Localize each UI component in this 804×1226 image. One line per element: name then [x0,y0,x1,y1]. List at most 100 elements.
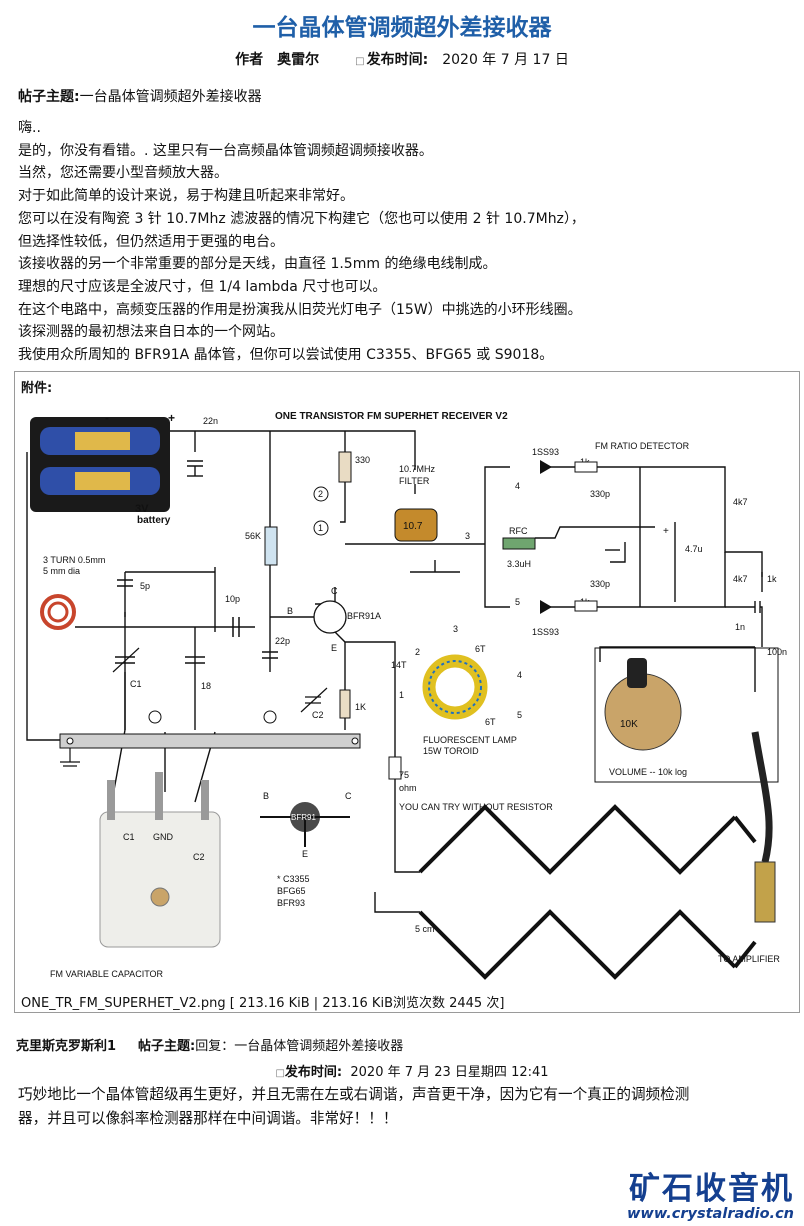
battery-label: battery [137,515,171,526]
reply-time: □发布时间: 2020 年 7 月 23 日星期四 12:41 [0,1061,804,1080]
battery-plus: + [168,411,175,425]
no-resistor-note: YOU CAN TRY WITHOUT RESISTOR [399,802,553,812]
paragraph: 我使用众所周知的 BFR91A 晶体管，但你可以尝试使用 C3355、BFG65… [18,347,554,364]
variable-capacitor-photo: C1 GND C2 FM VARIABLE CAPACITOR [50,772,221,979]
pin-e-label: E [331,643,337,653]
to-amplifier: TO AMPLIFIER [718,954,780,964]
transistor-symbol [313,600,347,634]
paragraph: 但选择性较低，但仍然适用于更强的电台。 [18,233,284,250]
resistor-75 [388,756,402,780]
wires [26,430,763,913]
label-c1: C1 [130,679,142,689]
paragraph: 是的，你没有看错。. 这里只有一台高频晶体管调频超调频接收器。 [18,142,433,159]
attachment-label: 附件: [21,380,52,396]
label-22p: 22p [275,636,290,646]
plus-sign: + [663,526,669,537]
paragraph: 您可以在没有陶瓷 3 针 10.7Mhz 滤波器的情况下构建它（您也可以使用 2… [18,210,585,227]
rfc-label: RFC [509,526,528,536]
pin-3: 3 [465,531,470,541]
pot-value: 10K [620,719,638,730]
reply-date-label: 发布时间: [284,1065,343,1080]
toroid-label-1: FLUORESCENT LAMP [423,735,517,745]
battery-voltage: 3V [135,503,149,515]
subject-text: 一台晶体管调频超外差接收器 [79,89,262,105]
coil-spec-2: 5 mm dia [43,566,80,576]
article-title: 一台晶体管调频超外差接收器 [252,15,552,41]
paragraph: 理想的尺寸应该是全波尺寸，但 1/4 lambda 尺寸也可以。 [18,278,387,295]
paragraph: 嗨.. [18,120,41,136]
circuit-diagram[interactable]: 附件: ONE TRANSISTOR FM SUPERHET RECEIVER … [15,372,799,984]
reply-subject: 回复：一台晶体管调频超外差接收器 [195,1039,404,1054]
cap-pin-c1: C1 [123,832,135,842]
label-10p: 10p [225,594,240,604]
filter-value: 10.7 [403,521,423,532]
post-body: 嗨.. 是的，你没有看错。. 这里只有一台高频晶体管调频超调频接收器。 当然，您… [18,117,788,367]
label-1k: 1K [355,702,366,712]
reply-subject-label: 帖子主题: [138,1039,196,1054]
ratio-detector-label: FM RATIO DETECTOR [595,441,690,451]
pin-5: 5 [515,597,520,607]
reply-author[interactable]: 克里斯克罗斯利1 [16,1039,117,1054]
toroid-pin-2: 2 [415,647,420,657]
volume-label: VOLUME -- 10k log [609,767,687,777]
node-2-label: 2 [318,489,323,499]
label-56k: 56K [245,531,261,541]
resistor-56k [264,526,278,566]
resistor-1k [339,689,351,719]
toroid-6t-a: 6T [475,644,486,654]
logo-name: 矿石收音机 [629,1171,794,1207]
diode-top-label: 1SS93 [532,447,559,457]
ceramic-filter [394,508,438,542]
filter-freq: 10.7MHz [399,464,436,474]
rfc-value: 3.3uH [507,559,531,569]
toroid-14t: 14T [391,660,407,670]
toroid-pin-5: 5 [517,710,522,720]
audio-jack [754,861,776,923]
toroid-6t-b: 6T [485,717,496,727]
node-2 [313,486,329,502]
attachment-caption[interactable]: ONE_TR_FM_SUPERHET_V2.png [ 213.16 KiB |… [21,996,505,1011]
alt-transistor-2: BFG65 [277,886,306,896]
alt-transistor-1: * C3355 [277,874,310,884]
r-4k7-bottom: 4k7 [733,574,748,584]
site-logo[interactable]: 矿石收音机 www.crystalradio.cn [627,1163,794,1222]
label-5p: 5p [140,581,150,591]
dipole-antenna [418,804,757,980]
alt-transistor-3: BFR93 [277,898,305,908]
label-330: 330 [355,455,370,465]
pin-b-label: B [287,606,293,616]
c-330p-bottom: 330p [590,579,610,589]
subject-label: 帖子主题: [18,89,80,105]
resistor-330 [338,451,352,483]
antenna-size: 5 cm [415,924,435,934]
node-1-label: 1 [318,523,323,533]
battery-holder: 3V battery - + [30,411,175,526]
antenna-coil [40,594,76,630]
post-date: 2020 年 7 月 17 日 [442,52,569,68]
c-100n: 100n [767,647,787,657]
reply-line: 巧妙地比一个晶体管超级再生更好，并且无需在左或右调谐，声音更干净，因为它有一个真… [18,1086,690,1103]
toroid-pin-3: 3 [453,624,458,634]
toroid-pin-4: 4 [517,670,522,680]
diode-bottom-label: 1SS93 [532,627,559,637]
post-subject: 帖子主题:一台晶体管调频超外差接收器 [18,86,262,106]
paragraph: 该接收器的另一个非常重要的部分是天线，由直径 1.5mm 的绝缘电线制成。 [18,256,497,273]
pin-4: 4 [515,481,520,491]
label-22n: 22n [203,416,218,426]
label-ohm: ohm [399,783,417,793]
cap-pin-gnd: GND [153,832,174,842]
author-name[interactable]: 奥雷尔 [277,52,320,68]
paragraph: 当然，您还需要小型音频放大器。 [18,165,228,182]
author-label: 作者 [235,52,264,68]
label-18: 18 [201,681,211,691]
label-c2: C2 [312,710,324,720]
pkg-pin-c: C [345,791,352,801]
reply-date: 2020 年 7 月 23 日星期四 12:41 [350,1065,549,1080]
pin-c-label: C [331,586,338,596]
coil-spec-1: 3 TURN 0.5mm [43,555,105,565]
variable-cap-label: FM VARIABLE CAPACITOR [50,969,164,979]
date-label: 发布时间: [366,52,429,68]
transistor-label: BFR91A [347,611,381,621]
reply-body: 巧妙地比一个晶体管超级再生更好，并且无需在左或右调谐，声音更干净，因为它有一个真… [18,1083,788,1131]
c-330p-top: 330p [590,489,610,499]
